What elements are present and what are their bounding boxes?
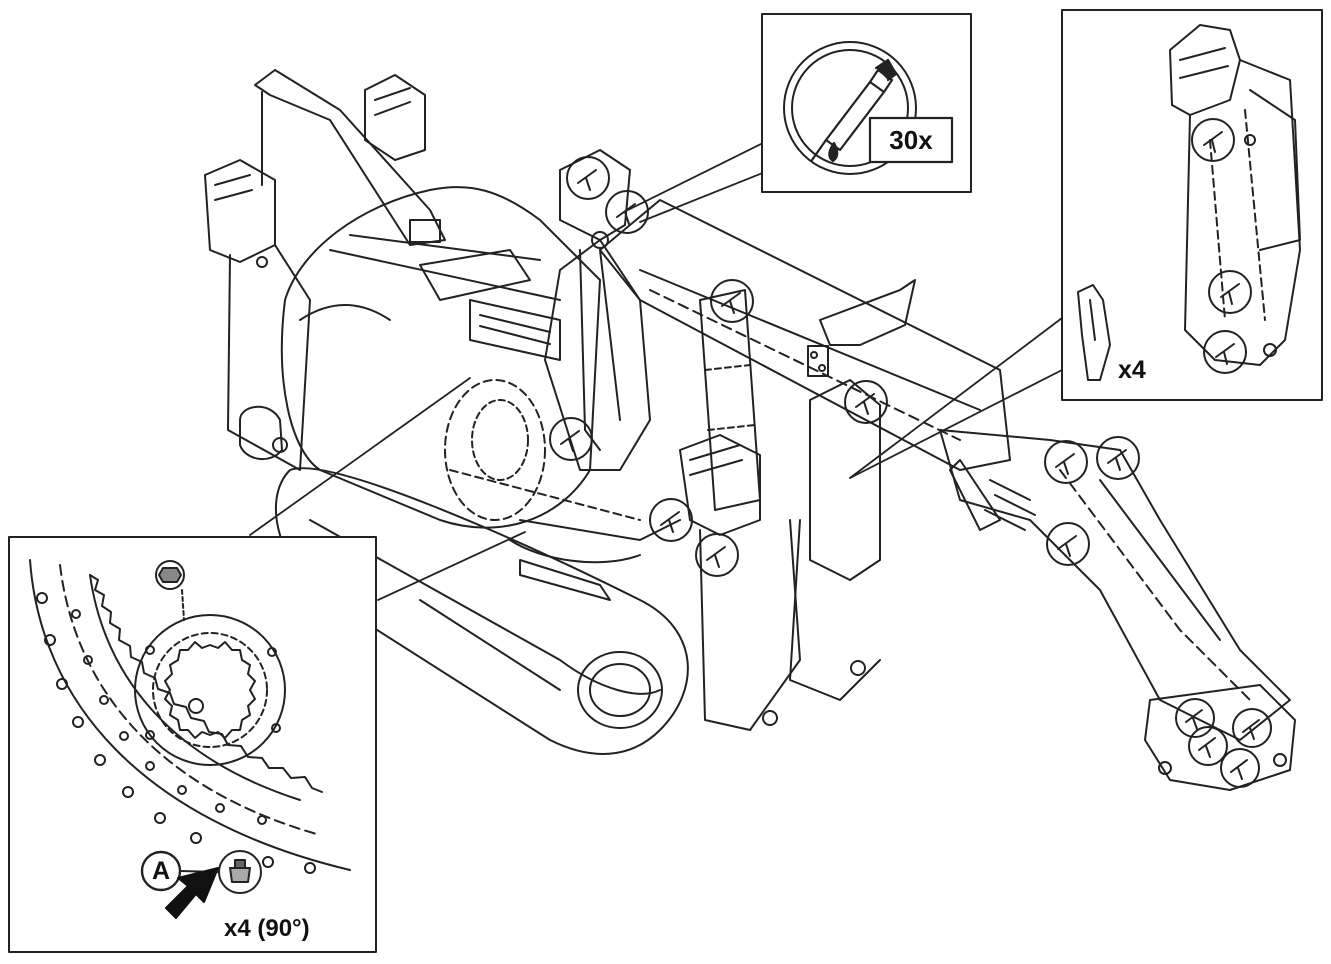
cylinder-pivot-count-label: x4 <box>1118 356 1146 384</box>
ring-holes <box>36 592 316 874</box>
grease-point-icon <box>844 380 888 424</box>
grease-point-icon <box>566 156 610 200</box>
grease-point-icon <box>710 279 754 323</box>
rear-outrigger <box>254 69 446 246</box>
grease-point-icon <box>605 190 649 234</box>
grease-point-icon <box>1096 436 1140 480</box>
grease-point-icon <box>1188 726 1228 766</box>
left-outrigger <box>204 159 276 263</box>
leader-lines <box>249 141 1063 601</box>
grease-point-icon <box>1046 522 1090 566</box>
grease-point-icon <box>1175 698 1215 738</box>
slewing-ring-callout <box>8 536 377 953</box>
grease-point-icon <box>1232 708 1272 748</box>
grease-point-icon <box>549 417 593 461</box>
front-outrigger-left <box>679 434 761 536</box>
bushing-part <box>1077 284 1111 381</box>
grease-point-icon <box>1044 440 1088 484</box>
boom-base <box>544 239 651 471</box>
front-outrigger-right <box>809 379 881 581</box>
gear-icon <box>134 614 286 766</box>
point-a-label: A <box>151 857 171 885</box>
cylinder-pivot-callout <box>1061 9 1323 401</box>
tool-head <box>1144 684 1296 791</box>
grease-points <box>549 156 1272 788</box>
grease-gun-icon <box>810 58 898 163</box>
boom-cylinder <box>699 289 761 511</box>
grease-point-icon <box>649 498 693 542</box>
arm-section <box>939 429 1291 741</box>
bolt-icon <box>155 560 185 621</box>
main-boom <box>599 199 1011 471</box>
arrow-icon <box>165 867 219 919</box>
machine-illustration <box>204 69 1296 791</box>
grease-count-label: 30x <box>889 125 933 155</box>
slewing-bolt-count-label: x4 (90°) <box>224 915 310 942</box>
grease-point-icon <box>1220 748 1260 788</box>
grease-point-icon <box>695 533 739 577</box>
grease-interval-callout <box>761 13 972 193</box>
